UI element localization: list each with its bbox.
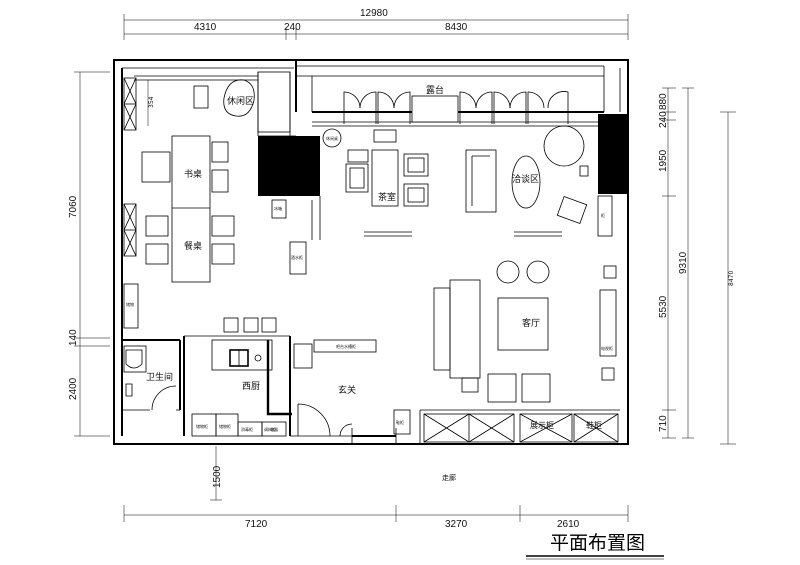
label-entrance: 玄关: [338, 384, 356, 396]
label-bathroom: 卫生间: [146, 371, 173, 383]
label-k4: 调料柜: [264, 426, 276, 432]
label-leisure: 休闲区: [227, 95, 254, 107]
dim-left-3: 2400: [68, 377, 79, 400]
dim-bottom-3: 2610: [557, 519, 580, 530]
column-left: [258, 136, 320, 196]
dim-left-1: 7060: [68, 195, 79, 218]
label-round-table: 休闲桌: [326, 135, 338, 141]
study-dining: [141, 71, 307, 283]
dim-far-right: 8470: [728, 271, 735, 286]
label-terrace: 露台: [426, 84, 444, 96]
label-tea-room: 茶室: [378, 191, 396, 203]
dim-354: 354: [148, 96, 155, 108]
label-k5: 电器: [270, 426, 278, 432]
label-living: 客厅: [522, 317, 540, 329]
display-cabinets: [423, 413, 619, 443]
label-shoe-cabinet: 鞋柜: [586, 420, 602, 430]
column-right: [598, 114, 628, 194]
label-tv: 电视柜: [601, 345, 613, 351]
dim-left-2: 140: [68, 329, 79, 346]
label-bar-cabinet: 酒水柜: [291, 254, 303, 260]
label-entry-cab: 鞋柜: [396, 419, 404, 425]
dim-top-3: 8430: [445, 22, 468, 33]
label-left-cab: 储物: [126, 301, 134, 307]
dim-right-5: 710: [658, 415, 669, 432]
label-fridge: 冰箱: [274, 205, 282, 211]
label-display: 展示柜: [530, 420, 554, 430]
living-furniture: [433, 260, 617, 403]
dim-corridor: 1500: [212, 465, 223, 488]
entrance-fixtures: [297, 403, 411, 437]
label-k1: 储物柜: [196, 423, 208, 429]
label-negotiation: 洽谈区: [512, 173, 539, 185]
label-k3: 消毒柜: [241, 426, 253, 432]
label-counter: 吧台水槽柜: [336, 343, 356, 349]
left-dimensions: 7060 140 2400: [68, 71, 110, 437]
dim-right-3: 1950: [658, 149, 669, 172]
walls: [113, 59, 629, 445]
dim-right-total: 9310: [678, 251, 689, 274]
right-dimensions: 880 240 1950 5530 710 9310 8470: [658, 87, 736, 445]
label-k2: 储物柜: [219, 423, 231, 429]
label-study: 书桌: [184, 168, 202, 180]
bathroom-fixtures: [123, 345, 177, 411]
dim-top-2: 240: [284, 22, 301, 33]
tea-room-furniture: 休闲桌: [322, 128, 429, 237]
bottom-dimensions: 7120 3270 2610 1500: [123, 446, 629, 530]
label-dining: 餐桌: [184, 240, 202, 252]
label-corridor: 走廊: [442, 473, 456, 482]
terrace-doors: [343, 91, 569, 124]
dim-top-1: 4310: [194, 22, 217, 33]
dim-right-2: 240: [658, 111, 669, 128]
dim-right-1: 880: [658, 93, 669, 110]
dim-bottom-1: 7120: [245, 519, 268, 530]
drawing-title: 平面布置图: [550, 532, 645, 554]
left-cabinets: 储物 354: [123, 77, 155, 329]
dim-top-total: 12980: [360, 8, 388, 19]
dim-bottom-2: 3270: [445, 519, 468, 530]
negotiation-furniture: [465, 125, 613, 237]
label-western-kitchen: 西厨: [242, 381, 260, 392]
dim-right-4: 5530: [658, 295, 669, 318]
label-col-box: 柜: [601, 212, 605, 218]
kitchen-fixtures: [191, 317, 377, 437]
top-dimensions: 12980 4310 240 8430: [123, 8, 629, 40]
